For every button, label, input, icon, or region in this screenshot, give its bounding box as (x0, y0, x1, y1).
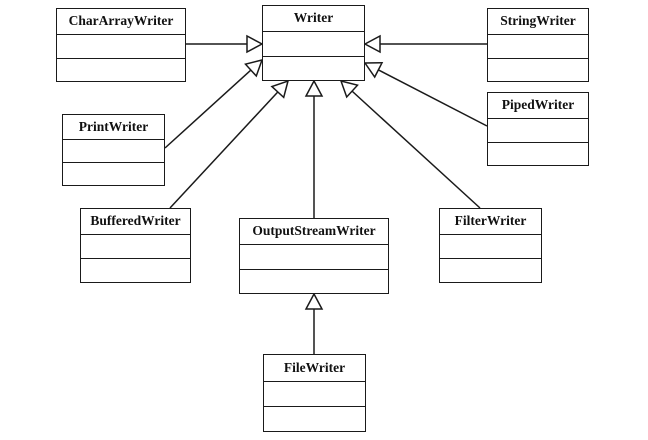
inheritance-arrowhead-filewriter-to-outputstreamwriter (304, 292, 324, 310)
methods-section (488, 143, 588, 166)
attributes-section (488, 119, 588, 143)
methods-section (263, 57, 364, 81)
methods-section (63, 163, 164, 185)
inheritance-line-bufferedwriter-to-writer (169, 91, 279, 209)
attributes-section (263, 32, 364, 57)
attributes-section (81, 235, 190, 259)
class-name: CharArrayWriter (57, 9, 185, 35)
class-name: StringWriter (488, 9, 588, 35)
inheritance-arrowhead-stringwriter-to-writer (363, 34, 381, 54)
class-name: BufferedWriter (81, 209, 190, 235)
inheritance-arrowhead-printwriter-to-writer (244, 58, 264, 78)
attributes-section (57, 35, 185, 59)
inheritance-arrowhead-chararraywriter-to-writer (246, 34, 264, 54)
methods-section (240, 270, 388, 294)
attributes-section (63, 140, 164, 163)
inheritance-arrowhead-outputstreamwriter-to-writer (304, 79, 324, 97)
attributes-section (240, 245, 388, 270)
class-name: FileWriter (264, 355, 365, 382)
class-name: Writer (263, 6, 364, 32)
methods-section (488, 59, 588, 82)
attributes-section (264, 382, 365, 407)
class-name: FilterWriter (440, 209, 541, 235)
class-name: PipedWriter (488, 93, 588, 119)
class-box-bufferedwriter: BufferedWriter (80, 208, 191, 283)
class-box-filterwriter: FilterWriter (439, 208, 542, 283)
inheritance-line-filterwriter-to-writer (351, 90, 481, 209)
methods-section (440, 259, 541, 282)
class-box-writer: Writer (262, 5, 365, 81)
class-box-stringwriter: StringWriter (487, 8, 589, 82)
methods-section (264, 407, 365, 431)
class-box-printwriter: PrintWriter (62, 114, 165, 186)
inheritance-arrowhead-pipedwriter-to-writer (363, 62, 384, 79)
inheritance-line-printwriter-to-writer (164, 69, 252, 149)
methods-section (81, 259, 190, 282)
class-box-pipedwriter: PipedWriter (487, 92, 589, 166)
class-name: OutputStreamWriter (240, 219, 388, 245)
class-box-filewriter: FileWriter (263, 354, 366, 432)
inheritance-arrowhead-bufferedwriter-to-writer (270, 79, 290, 99)
class-box-outputstreamwriter: OutputStreamWriter (239, 218, 389, 294)
class-box-chararraywriter: CharArrayWriter (56, 8, 186, 82)
attributes-section (440, 235, 541, 259)
inheritance-line-pipedwriter-to-writer (377, 69, 488, 127)
attributes-section (488, 35, 588, 59)
methods-section (57, 59, 185, 82)
class-name: PrintWriter (63, 115, 164, 140)
inheritance-arrowhead-filterwriter-to-writer (339, 79, 359, 99)
